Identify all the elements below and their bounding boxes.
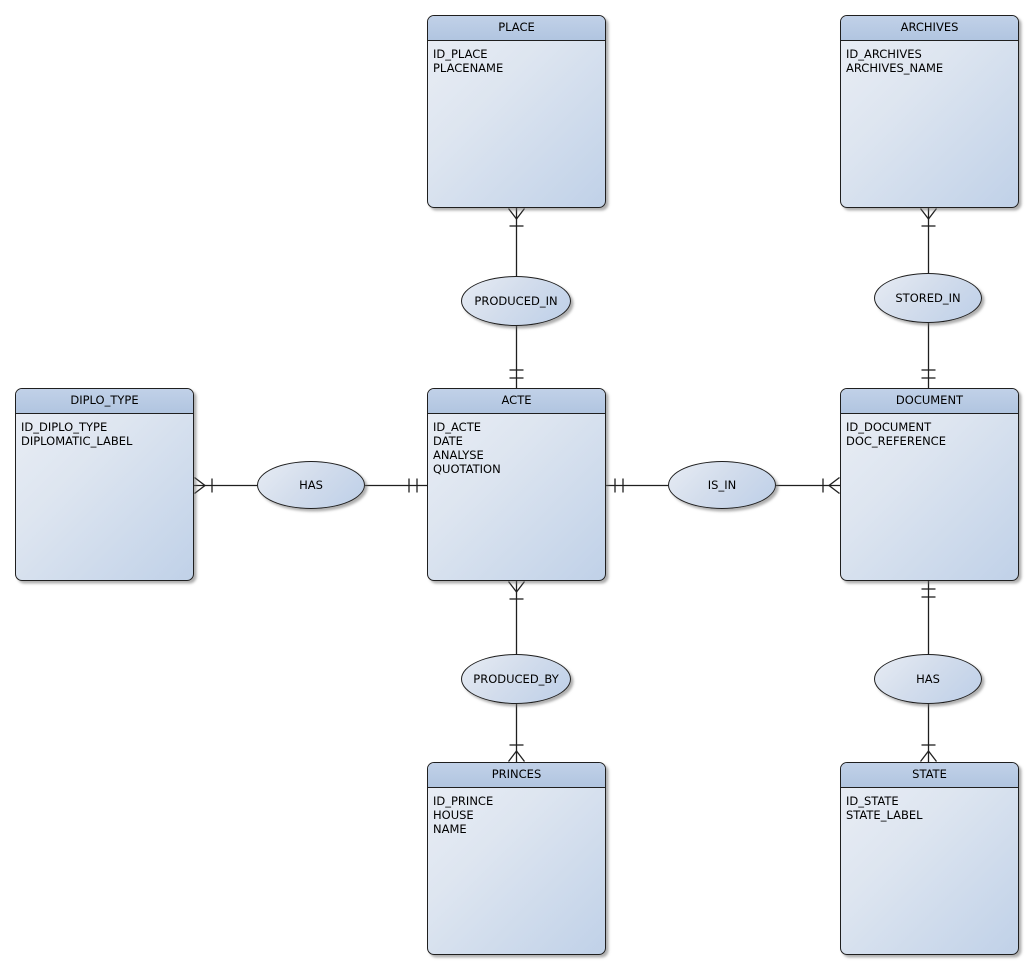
relationship-label: PRODUCED_BY [473,672,559,686]
crow-foot-marker [828,476,840,495]
entity-place-header: PLACE [428,16,605,41]
connector-produced-in-acte [509,326,524,388]
attribute-row: ID_DIPLO_TYPE [21,420,108,434]
attribute-row: HOUSE [433,808,474,822]
entity-archives-attributes: ID_ARCHIVES ARCHIVES_NAME [841,41,1018,75]
connector-has-acte [365,478,427,493]
entity-title: DIPLO_TYPE [70,393,139,407]
entity-acte[interactable]: ACTE ID_ACTE DATE ANALYSE QUOTATION [427,388,606,581]
connector-place-produced-in [507,208,526,276]
relationship-label: STORED_IN [895,291,961,305]
crow-foot-marker [194,476,206,495]
relationship-label: HAS [299,478,323,492]
entity-state[interactable]: STATE ID_STATE STATE_LABEL [840,762,1019,955]
connector-acte-produced-by [507,581,526,654]
attribute-row: NAME [433,822,467,836]
connector-produced-by-princes [507,704,526,762]
attribute-row: ARCHIVES_NAME [846,61,944,75]
connector-has-state [919,704,938,762]
relationship-is-in[interactable]: IS_IN [668,461,776,509]
connector-archives-stored-in [919,208,938,273]
crow-foot-marker [507,208,526,220]
relationship-label: IS_IN [707,478,737,492]
entity-title: PRINCES [491,767,542,781]
attribute-row: DIPLOMATIC_LABEL [21,434,133,448]
crow-foot-marker [919,750,938,762]
attribute-row: ID_PLACE [433,47,488,61]
attribute-row: DATE [433,434,463,448]
attribute-row: ID_PRINCE [433,794,494,808]
entity-document[interactable]: DOCUMENT ID_DOCUMENT DOC_REFERENCE [840,388,1019,581]
relationship-stored-in[interactable]: STORED_IN [874,273,982,323]
entity-title: ARCHIVES [900,20,959,34]
attribute-row: ID_STATE [846,794,899,808]
relationship-label: PRODUCED_IN [474,294,558,308]
attribute-row: QUOTATION [433,462,501,476]
attribute-row: ANALYSE [433,448,484,462]
entity-diplo-type[interactable]: DIPLO_TYPE ID_DIPLO_TYPE DIPLOMATIC_LABE… [15,388,194,581]
entity-document-attributes: ID_DOCUMENT DOC_REFERENCE [841,414,1018,448]
entity-document-header: DOCUMENT [841,389,1018,414]
relationship-produced-in[interactable]: PRODUCED_IN [461,276,571,326]
relationship-label: HAS [916,672,940,686]
entity-princes-header: PRINCES [428,763,605,788]
entity-title: STATE [912,767,947,781]
entity-state-header: STATE [841,763,1018,788]
entity-princes-attributes: ID_PRINCE HOUSE NAME [428,788,605,836]
attribute-row: DOC_REFERENCE [846,434,946,448]
entity-title: ACTE [501,393,532,407]
entity-acte-attributes: ID_ACTE DATE ANALYSE QUOTATION [428,414,605,476]
relationship-has-diplo-type[interactable]: HAS [257,461,365,509]
entity-title: DOCUMENT [895,393,964,407]
attribute-row: ID_ARCHIVES [846,47,922,61]
entity-place[interactable]: PLACE ID_PLACE PLACENAME [427,15,606,208]
crow-foot-marker [507,581,526,593]
entity-archives[interactable]: ARCHIVES ID_ARCHIVES ARCHIVES_NAME [840,15,1019,208]
entity-place-attributes: ID_PLACE PLACENAME [428,41,605,75]
attribute-row: PLACENAME [433,61,504,75]
crow-foot-marker [919,208,938,220]
entity-archives-header: ARCHIVES [841,16,1018,41]
relationship-has-state[interactable]: HAS [874,654,982,704]
entity-title: PLACE [498,20,535,34]
entity-diplo-type-header: DIPLO_TYPE [16,389,193,414]
attribute-row: ID_DOCUMENT [846,420,932,434]
crow-foot-marker [507,750,526,762]
connector-is-in-document [776,476,840,495]
relationship-produced-by[interactable]: PRODUCED_BY [461,654,571,704]
attribute-row: STATE_LABEL [846,808,923,822]
entity-diplo-type-attributes: ID_DIPLO_TYPE DIPLOMATIC_LABEL [16,414,193,448]
entity-acte-header: ACTE [428,389,605,414]
connector-diplo-type-has [194,476,257,495]
entity-princes[interactable]: PRINCES ID_PRINCE HOUSE NAME [427,762,606,955]
connector-document-has [921,581,936,654]
entity-state-attributes: ID_STATE STATE_LABEL [841,788,1018,822]
connector-acte-is-in [606,478,668,493]
attribute-row: ID_ACTE [433,420,481,434]
connector-stored-in-document [921,323,936,388]
